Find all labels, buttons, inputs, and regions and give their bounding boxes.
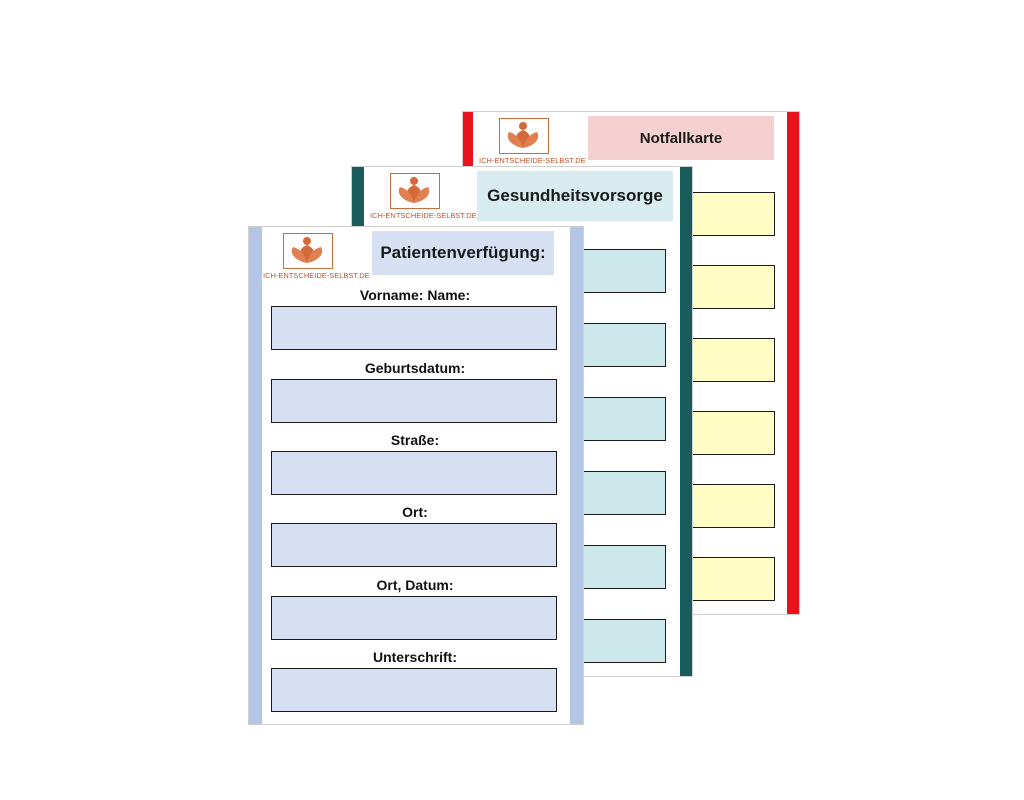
card-stripe-right bbox=[570, 227, 583, 724]
field-label-ort: Ort: bbox=[402, 504, 428, 520]
lotus-icon bbox=[291, 237, 323, 263]
input-field[interactable] bbox=[574, 471, 666, 515]
name-field[interactable] bbox=[271, 306, 557, 350]
card-title: Notfallkarte bbox=[588, 116, 774, 160]
input-field[interactable] bbox=[574, 323, 666, 367]
card-stripe-right bbox=[787, 112, 799, 614]
card-title: Gesundheitsvorsorge bbox=[477, 171, 673, 221]
input-field[interactable] bbox=[691, 484, 775, 528]
input-field[interactable] bbox=[574, 619, 666, 663]
input-field[interactable] bbox=[691, 265, 775, 309]
card-title: Patientenverfügung: bbox=[372, 231, 554, 275]
field-label-ort-datum: Ort, Datum: bbox=[376, 577, 454, 593]
input-field[interactable] bbox=[691, 557, 775, 601]
input-field[interactable] bbox=[691, 411, 775, 455]
logo-wordmark: ICH-ENTSCHEIDE-SELBST.DE bbox=[479, 156, 586, 165]
card-stripe-right bbox=[680, 167, 692, 676]
card-stripe-left bbox=[249, 227, 262, 724]
patientenverfuegung-card: ICH-ENTSCHEIDE-SELBST.DE Patientenverfüg… bbox=[249, 227, 583, 724]
input-field[interactable] bbox=[574, 249, 666, 293]
logo: ICH-ENTSCHEIDE-SELBST.DE bbox=[479, 114, 586, 174]
ort-datum-field[interactable] bbox=[271, 596, 557, 640]
field-label-unterschrift: Unterschrift: bbox=[372, 649, 457, 665]
logo: ICH-ENTSCHEIDE-SELBST.DE bbox=[370, 169, 477, 229]
logo-wordmark: ICH-ENTSCHEIDE-SELBST.DE bbox=[263, 271, 370, 280]
field-label-strasse: Straße: bbox=[390, 432, 440, 448]
field-label-geburtsdatum: Geburtsdatum: bbox=[364, 360, 466, 376]
logo-wordmark: ICH-ENTSCHEIDE-SELBST.DE bbox=[370, 211, 477, 220]
input-field[interactable] bbox=[574, 397, 666, 441]
input-field[interactable] bbox=[691, 192, 775, 236]
ort-field[interactable] bbox=[271, 523, 557, 567]
unterschrift-field[interactable] bbox=[271, 668, 557, 712]
geburtsdatum-field[interactable] bbox=[271, 379, 557, 423]
strasse-field[interactable] bbox=[271, 451, 557, 495]
lotus-icon bbox=[507, 122, 539, 148]
input-field[interactable] bbox=[691, 338, 775, 382]
logo: ICH-ENTSCHEIDE-SELBST.DE bbox=[263, 229, 370, 289]
input-field[interactable] bbox=[574, 545, 666, 589]
lotus-icon bbox=[398, 177, 430, 203]
field-label-name: Vorname: Name: bbox=[359, 287, 471, 303]
